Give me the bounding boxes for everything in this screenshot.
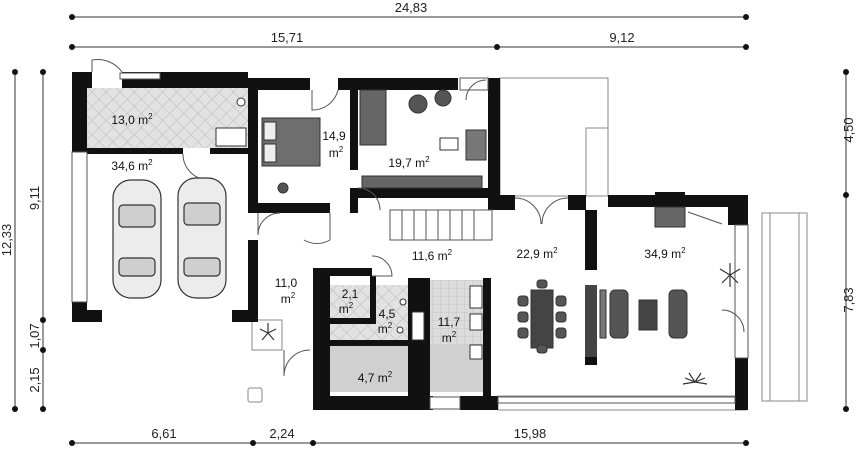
plant-icon (259, 263, 741, 385)
dim-bottom-right: 15,98 (514, 426, 547, 441)
room-label-wc-unit: m2 (339, 301, 354, 316)
study-furniture (359, 89, 487, 189)
door-swings (91, 59, 745, 377)
room-label-boiler: 13,0 m2 (111, 112, 153, 127)
dim-top-left: 15,71 (271, 30, 304, 45)
room-label-bedroom-area: 14,9 (322, 129, 346, 143)
room-label-kitchen-area: 11,7 (438, 315, 461, 329)
dining-table-icon (517, 279, 567, 354)
room-label-bath-unit: m2 (378, 321, 393, 336)
room-label-wc-area: 2,1 (342, 287, 359, 301)
room-label-vestibule-area: 11,0 (275, 276, 298, 290)
kitchen-appliances (396, 285, 483, 360)
room-label-kitchen-unit: m2 (442, 330, 457, 345)
room-label-pantry: 4,7 m2 (358, 370, 393, 385)
dim-left-low: 2,15 (27, 367, 42, 392)
fireplace-icon (654, 206, 723, 228)
dim-right-top: 4,50 (841, 117, 856, 142)
tv-unit (585, 285, 597, 357)
room-label-vestibule-unit: m2 (281, 291, 296, 306)
living-sofas-icon (599, 289, 688, 339)
windows (71, 72, 749, 410)
bed-icon (261, 117, 321, 194)
room-label-hall: 11,6 m2 (412, 248, 453, 263)
dim-bottom-left: 6,61 (151, 426, 176, 441)
car-left-icon (112, 179, 162, 299)
room-label-dining: 22,9 m2 (516, 246, 558, 261)
dimension-ticks (12, 14, 849, 446)
room-label-bedroom-unit: m2 (329, 145, 344, 160)
boiler-appliances (215, 97, 247, 147)
dim-left-mid: 1,07 (27, 323, 42, 348)
staircase (389, 209, 493, 241)
dim-right-bottom: 7,83 (841, 287, 856, 312)
dim-top-total: 24,83 (395, 0, 428, 15)
room-label-garage: 34,6 m2 (111, 158, 153, 173)
dim-top-right: 9,12 (609, 30, 634, 45)
room-label-living: 34,9 m2 (644, 246, 686, 261)
dimension-lines (14, 16, 847, 444)
dim-bottom-mid: 2,24 (269, 426, 294, 441)
dim-left-total: 12,33 (0, 224, 14, 257)
car-right-icon (177, 177, 227, 299)
room-label-bath-area: 4,5 (379, 307, 396, 321)
room-label-study: 19,7 m2 (388, 155, 430, 170)
bath-floor (330, 285, 408, 343)
dim-left-main: 9,11 (27, 186, 42, 210)
